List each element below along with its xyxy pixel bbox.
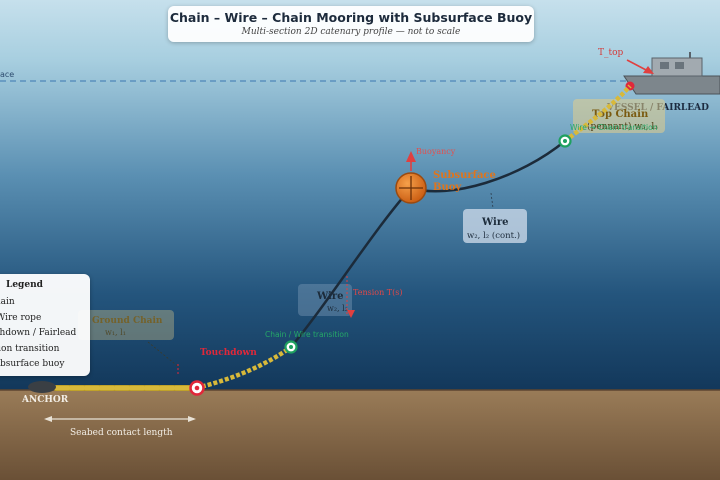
legend-item-buoy: Subsurface buoy bbox=[0, 359, 64, 369]
buoy-label-line1: Subsurface bbox=[433, 170, 496, 181]
tension-arrowhead bbox=[347, 310, 355, 318]
lower-transition-marker-center bbox=[289, 345, 293, 349]
ground-chain-leader bbox=[147, 341, 181, 369]
top-chain-label-box bbox=[573, 99, 665, 133]
buoyancy-label: Buoyancy bbox=[416, 147, 456, 156]
legend-title: Legend bbox=[6, 280, 43, 290]
buoyancy-arrowhead bbox=[406, 151, 416, 162]
ground-chain-label-box bbox=[78, 310, 174, 340]
buoy-label: Subsurface Buoy bbox=[433, 170, 499, 193]
legend-item-touchdown-label: Touchdown / Fairlead bbox=[0, 328, 77, 338]
legend-item-wire-label: Wire rope bbox=[0, 313, 42, 323]
diagram-title: Chain – Wire – Chain Mooring with Subsur… bbox=[169, 10, 533, 25]
legend-item-chain-label: Chain bbox=[0, 297, 15, 307]
legend-item-wire: Wire rope bbox=[0, 313, 41, 323]
lower-transition-label: Chain / Wire transition bbox=[265, 330, 349, 339]
top-tension-arrowhead bbox=[643, 66, 654, 74]
diagram-subtitle: Multi-section 2D catenary profile — not … bbox=[241, 27, 461, 37]
wire-upper-label-box bbox=[463, 209, 527, 243]
legend-item-transition: Section transition bbox=[0, 344, 59, 354]
top-chain-params: (pennant) w₃, l₃ bbox=[587, 121, 658, 132]
legend-item-touchdown: Touchdown / Fairlead bbox=[0, 328, 76, 338]
upper-transition-label: Wire → Chain transition bbox=[570, 123, 658, 132]
anchor-label: ANCHOR bbox=[21, 395, 69, 405]
top-tension-arrow bbox=[626, 59, 649, 72]
water-column bbox=[0, 0, 720, 392]
ground-chain-params: w₁, l₁ bbox=[105, 328, 126, 337]
top-chain bbox=[563, 84, 632, 143]
legend-item-chain: Chain bbox=[0, 297, 15, 307]
wire-upper-leader bbox=[490, 192, 494, 209]
title-box: Chain – Wire – Chain Mooring with Subsur… bbox=[168, 6, 534, 42]
legend: Legend Chain Wire rope Touchdown / Fairl… bbox=[0, 274, 90, 376]
seabed bbox=[0, 390, 720, 480]
seabed-length-arrow-right bbox=[188, 416, 196, 422]
top-chain-label: Top Chain bbox=[592, 109, 649, 120]
wire-lower-params: w₂, l₂ bbox=[327, 304, 348, 313]
ground-chain-label: Ground Chain bbox=[92, 316, 163, 326]
wire-upper-label: Wire bbox=[481, 217, 508, 228]
touchdown-marker-center bbox=[194, 385, 200, 391]
lower-chain bbox=[195, 345, 293, 391]
t-top-label: T_top bbox=[598, 48, 624, 58]
wire-lower-label-box bbox=[298, 284, 352, 316]
wire-lower bbox=[290, 187, 412, 348]
anchor-symbol bbox=[28, 381, 56, 393]
wire-upper-params: w₂, l₂ (cont.) bbox=[467, 230, 520, 241]
upper-transition-marker-center bbox=[563, 139, 567, 143]
touchdown-label: Touchdown bbox=[200, 348, 257, 358]
legend-item-buoy-label: Subsurface buoy bbox=[0, 359, 65, 369]
buoy-label-line2: Buoy bbox=[433, 182, 462, 193]
seabed-length-arrow-left bbox=[44, 416, 52, 422]
legend-item-transition-label: Section transition bbox=[0, 344, 60, 354]
tension-label: Tension T(s) bbox=[353, 288, 402, 297]
sea-surface-label: ace bbox=[0, 70, 14, 79]
seabed-length-label: Seabed contact length bbox=[70, 428, 173, 438]
